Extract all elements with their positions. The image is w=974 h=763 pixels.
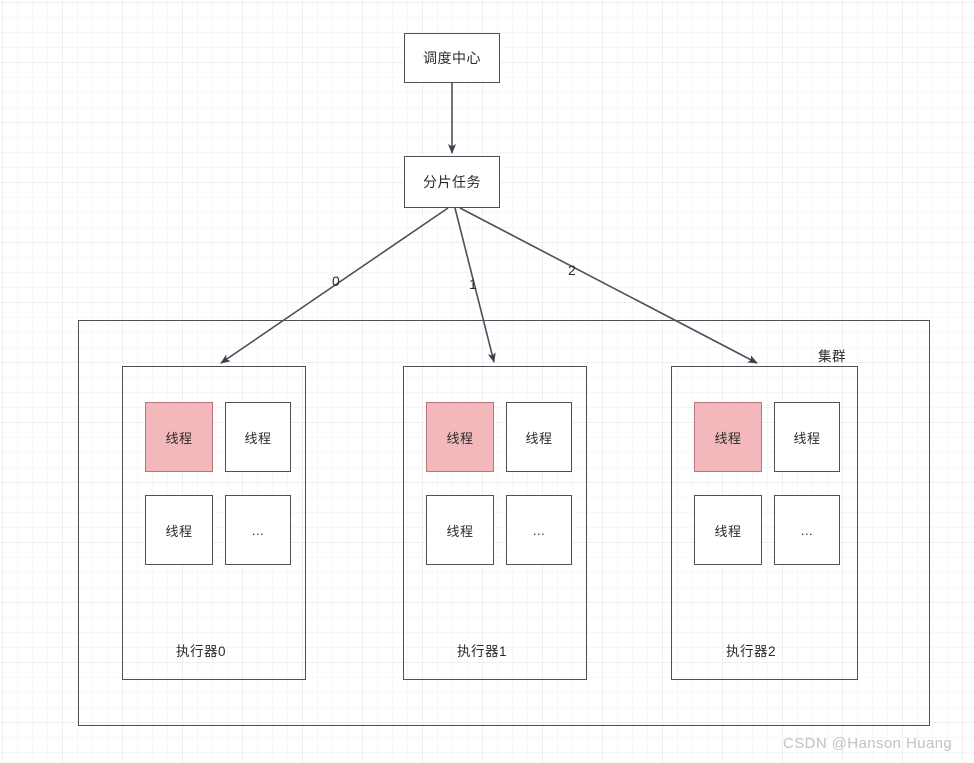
edge-label-1-text: 1 [469,276,477,292]
executor-1-thread-3[interactable]: ... [506,495,572,565]
cluster-label-text: 集群 [818,349,846,364]
watermark-text: CSDN @Hanson Huang [783,735,953,752]
node-shard-task[interactable]: 分片任务 [404,156,500,208]
executor-1-thread-2[interactable]: 线程 [426,495,494,565]
executor-2-thread-2[interactable]: 线程 [694,495,762,565]
executor-0-thread-1-label: 线程 [244,430,272,446]
executor-2-thread-3[interactable]: ... [774,495,840,565]
executor-2-thread-3-label: ... [800,522,814,538]
executor-0-thread-0-label: 线程 [165,430,193,446]
executor-1-thread-1-label: 线程 [525,430,553,446]
node-scheduling-center-label: 调度中心 [423,50,481,66]
executor-1-thread-2-label: 线程 [446,523,474,539]
executor-0-thread-0[interactable]: 线程 [145,402,213,472]
executor-2-thread-0[interactable]: 线程 [694,402,762,472]
executor-0-label: 执行器0 [176,640,226,660]
executor-2-label: 执行器2 [726,640,776,660]
executor-2-thread-0-label: 线程 [714,430,742,446]
executor-2-label-text: 执行器2 [726,644,777,659]
executor-0-container[interactable] [122,366,306,680]
executor-1-container[interactable] [403,366,587,680]
node-scheduling-center[interactable]: 调度中心 [404,33,500,83]
executor-2-container[interactable] [671,366,858,680]
executor-0-thread-1[interactable]: 线程 [225,402,291,472]
executor-0-thread-3-label: ... [251,522,265,538]
edge-label-1: 1 [469,276,477,292]
executor-1-thread-1[interactable]: 线程 [506,402,572,472]
executor-1-label-text: 执行器1 [457,644,508,659]
executor-1-label: 执行器1 [457,640,507,660]
node-shard-task-label: 分片任务 [423,174,481,190]
cluster-label: 集群 [818,345,846,365]
executor-0-label-text: 执行器0 [176,644,227,659]
executor-1-thread-3-label: ... [532,522,546,538]
executor-2-thread-2-label: 线程 [714,523,742,539]
edge-label-0: 0 [332,273,340,289]
executor-0-thread-2[interactable]: 线程 [145,495,213,565]
executor-0-thread-3[interactable]: ... [225,495,291,565]
edge-label-2-text: 2 [568,262,576,278]
edge-label-2: 2 [568,262,576,278]
cluster-container[interactable] [78,320,930,726]
executor-2-thread-1-label: 线程 [793,430,821,446]
executor-1-thread-0-label: 线程 [446,430,474,446]
executor-0-thread-2-label: 线程 [165,523,193,539]
watermark: CSDN @Hanson Huang [783,735,952,752]
executor-2-thread-1[interactable]: 线程 [774,402,840,472]
executor-1-thread-0[interactable]: 线程 [426,402,494,472]
edge-label-0-text: 0 [332,273,340,289]
